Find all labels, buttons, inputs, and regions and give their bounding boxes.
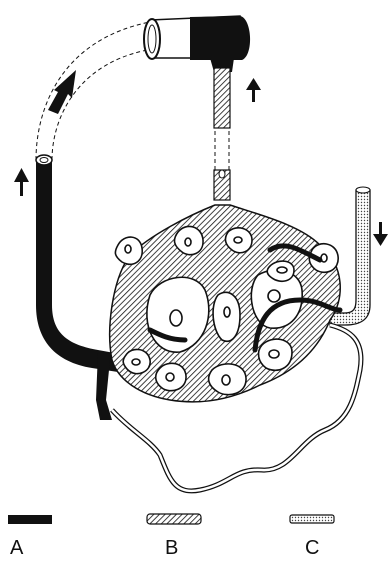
- cell: [213, 292, 240, 341]
- down-arrow-icon: [373, 222, 388, 246]
- cell: [209, 364, 246, 395]
- legend-swatch-a: [8, 515, 52, 524]
- up-arrow-left-icon: [14, 168, 29, 196]
- cell: [156, 363, 186, 390]
- legend: [8, 514, 334, 524]
- legend-label-b: B: [165, 538, 178, 558]
- legend-swatch-c: [290, 515, 334, 523]
- cell: [259, 339, 292, 370]
- legend-label-c: C: [305, 538, 319, 558]
- legend-swatch-b: [147, 514, 201, 524]
- up-arrow-icon: [246, 78, 261, 102]
- hatched-vessel: [214, 68, 230, 200]
- cell: [267, 261, 294, 281]
- cell: [123, 349, 150, 373]
- cell: [115, 237, 142, 264]
- top-tube: [144, 16, 250, 72]
- legend-label-a: A: [10, 538, 23, 558]
